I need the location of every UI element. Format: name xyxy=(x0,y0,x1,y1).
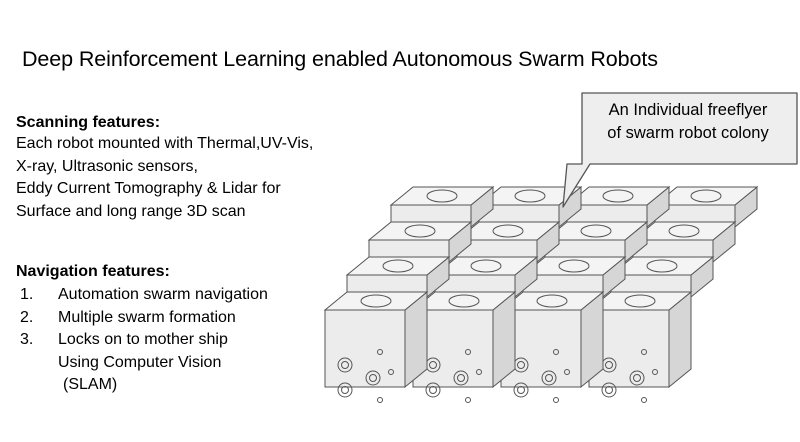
swarm-robot-cube xyxy=(521,255,627,299)
sensor-lens-inner-icon xyxy=(429,386,437,394)
navigation-item-continuation: (SLAM) xyxy=(63,376,118,393)
swarm-robot-cube xyxy=(631,220,737,264)
top-port-icon xyxy=(448,294,480,308)
swarm-robot-cube xyxy=(323,290,429,403)
swarm-robot-cube xyxy=(587,290,693,403)
top-port-icon xyxy=(602,189,634,203)
sensor-lens-inner-icon xyxy=(369,374,377,382)
indicator-dot-icon xyxy=(553,349,559,355)
navigation-item-number: 3. xyxy=(20,331,34,348)
top-port-icon xyxy=(360,294,392,308)
sensor-lens-inner-icon xyxy=(517,361,525,369)
indicator-dot-icon xyxy=(377,397,383,403)
top-port-icon xyxy=(646,259,678,273)
sensor-lens-inner-icon xyxy=(605,361,613,369)
sensor-lens-icon xyxy=(541,370,557,386)
indicator-dot-icon xyxy=(465,349,471,355)
sensor-lens-inner-icon xyxy=(517,386,525,394)
swarm-robot-cube xyxy=(565,185,671,229)
indicator-dot-icon xyxy=(564,369,570,375)
top-port-icon xyxy=(580,224,612,238)
swarm-robot-cube xyxy=(345,255,451,299)
sensor-lens-icon xyxy=(453,370,469,386)
navigation-item-text: Multiple swarm formation xyxy=(58,308,236,326)
navigation-item-number: 1. xyxy=(20,286,34,303)
top-port-icon xyxy=(514,189,546,203)
sensor-lens-inner-icon xyxy=(457,374,465,382)
indicator-dot-icon xyxy=(377,349,383,355)
navigation-item-text: Locks on to mother ship xyxy=(58,331,228,348)
swarm-robot-cube xyxy=(609,255,715,299)
sensor-lens-inner-icon xyxy=(341,361,349,369)
navigation-features-heading: Navigation features: xyxy=(16,263,170,280)
callout-box xyxy=(562,92,798,208)
navigation-item-continuation: Using Computer Vision xyxy=(58,353,222,371)
scanning-features-section: Scanning features: Each robot mounted wi… xyxy=(16,113,416,223)
swarm-robot-cube xyxy=(367,220,473,264)
navigation-item: 1. Automation swarm navigation xyxy=(16,284,416,307)
indicator-dot-icon xyxy=(652,369,658,375)
navigation-item: 3. Locks on to mother ship Using Compute… xyxy=(16,329,416,397)
sensor-lens-icon xyxy=(629,370,645,386)
indicator-dot-icon xyxy=(388,369,394,375)
slide-title: Deep Reinforcement Learning enabled Auto… xyxy=(22,47,658,71)
indicator-dot-icon xyxy=(641,349,647,355)
top-port-icon xyxy=(536,294,568,308)
sensor-lens-icon xyxy=(513,382,529,398)
top-port-icon xyxy=(404,224,436,238)
swarm-robot-cube xyxy=(433,255,539,299)
cube-front-face xyxy=(324,309,406,388)
swarm-robot-grid xyxy=(323,185,759,403)
scanning-line: Surface and long range 3D scan xyxy=(16,202,246,220)
sensor-lens-inner-icon xyxy=(605,386,613,394)
callout-text: An Individual freeflyer of swarm robot c… xyxy=(580,99,796,145)
sensor-lens-icon xyxy=(337,382,353,398)
sensor-lens-icon xyxy=(365,370,381,386)
scanning-line: Each robot mounted with Thermal,UV-Vis, xyxy=(16,135,314,152)
navigation-features-section: Navigation features: 1. Automation swarm… xyxy=(16,262,416,397)
sensor-lens-inner-icon xyxy=(429,361,437,369)
top-port-icon xyxy=(624,294,656,308)
swarm-robot-cube xyxy=(389,185,495,229)
top-port-icon xyxy=(690,189,722,203)
navigation-item: 2. Multiple swarm formation xyxy=(16,307,416,330)
top-port-icon xyxy=(426,189,458,203)
top-port-icon xyxy=(470,259,502,273)
swarm-robot-cube xyxy=(653,185,759,229)
sensor-lens-inner-icon xyxy=(633,374,641,382)
sensor-lens-icon xyxy=(425,382,441,398)
indicator-dot-icon xyxy=(476,369,482,375)
scanning-line: X-ray, Ultrasonic sensors, xyxy=(16,157,198,175)
swarm-robot-cube xyxy=(411,290,517,403)
indicator-dot-icon xyxy=(553,397,559,403)
top-port-icon xyxy=(492,224,524,238)
sensor-lens-icon xyxy=(337,357,353,373)
scanning-features-heading: Scanning features: xyxy=(16,114,161,131)
sensor-lens-inner-icon xyxy=(545,374,553,382)
navigation-item-text: Automation swarm navigation xyxy=(58,286,268,303)
callout-line: An Individual freeflyer xyxy=(608,101,768,119)
sensor-lens-inner-icon xyxy=(341,386,349,394)
swarm-robot-cube xyxy=(543,220,649,264)
indicator-dot-icon xyxy=(641,397,647,403)
swarm-robot-cube xyxy=(455,220,561,264)
navigation-list: 1. Automation swarm navigation 2. Multip… xyxy=(16,284,416,397)
swarm-robot-cube xyxy=(499,290,605,403)
top-port-icon xyxy=(382,259,414,273)
indicator-dot-icon xyxy=(465,397,471,403)
top-port-icon xyxy=(558,259,590,273)
top-port-icon xyxy=(668,224,700,238)
navigation-item-number: 2. xyxy=(20,308,34,326)
sensor-lens-icon xyxy=(601,382,617,398)
callout-line: of swarm robot colony xyxy=(607,124,769,142)
scanning-line: Eddy Current Tomography & Lidar for xyxy=(16,180,281,197)
